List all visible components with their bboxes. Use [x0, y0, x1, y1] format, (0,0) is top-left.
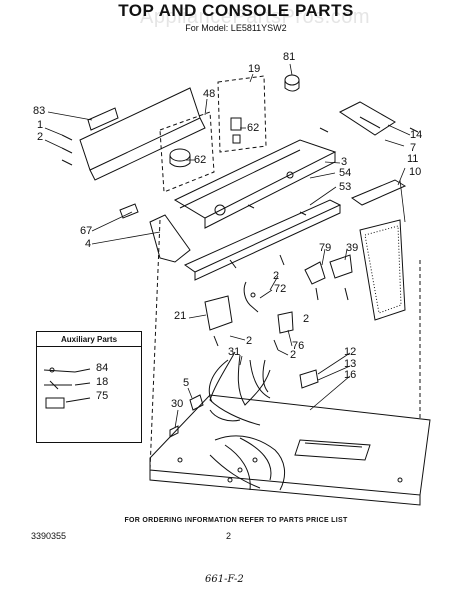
callout-81: 81: [283, 51, 296, 63]
callout-48: 48: [203, 88, 216, 100]
callout-31: 31: [228, 346, 241, 358]
callout-75: 75: [96, 390, 109, 402]
callout-72: 72: [274, 283, 287, 295]
callout-1: 1: [37, 119, 44, 131]
small-parts: [119, 203, 353, 438]
callout-12: 12: [344, 346, 357, 358]
callout-54: 54: [339, 167, 352, 179]
page-number: 2: [226, 531, 232, 541]
callout-10: 10: [409, 166, 422, 178]
handwritten-note: 661-F-2: [205, 574, 244, 585]
auxiliary-parts-box: Auxiliary Parts: [36, 331, 142, 443]
cabinet-top-panel: [149, 394, 431, 506]
callout-67: 67: [80, 225, 93, 237]
model-line: For Model: LE5811YSW2: [185, 23, 287, 33]
console-end-caps: [79, 87, 206, 263]
console-panel: [173, 139, 342, 281]
callout-62-upper: 62: [247, 122, 260, 134]
callout-2-left: 2: [246, 335, 253, 347]
callout-2-lower: 2: [290, 349, 297, 361]
callout-79: 79: [319, 242, 332, 254]
callout-16: 16: [344, 369, 357, 381]
watermark: AppliancePartsPros.com: [140, 6, 370, 28]
callout-53: 53: [339, 181, 352, 193]
callout-21: 21: [174, 310, 187, 322]
wire-harness: [208, 351, 286, 491]
callout-2: 2: [37, 131, 44, 143]
callout-39: 39: [346, 242, 359, 254]
callout-7: 7: [410, 142, 417, 154]
callout-13: 13: [344, 358, 357, 370]
subassembly-boxes: [149, 75, 421, 471]
callout-2-right: 2: [303, 313, 310, 325]
callout-62-lower: 62: [194, 154, 207, 166]
screws: [61, 127, 419, 351]
lint-screen-assembly: [338, 101, 407, 321]
ordering-note: FOR ORDERING INFORMATION REFER TO PARTS …: [124, 517, 348, 524]
auxiliary-divider: [37, 346, 141, 347]
callout-11: 11: [407, 153, 419, 165]
page-title: TOP AND CONSOLE PARTS: [118, 1, 354, 20]
auxiliary-part-sketches: [43, 367, 91, 409]
callout-83: 83: [33, 105, 46, 117]
callout-30: 30: [171, 398, 184, 410]
callout-2-middle: 2: [273, 270, 280, 282]
callout-14: 14: [410, 129, 423, 141]
knobs: [169, 74, 300, 168]
callout-19: 19: [248, 63, 261, 75]
callout-5: 5: [183, 377, 190, 389]
document-number: 3390355: [31, 531, 67, 541]
callout-3: 3: [341, 156, 348, 168]
auxiliary-parts-title: Auxiliary Parts: [60, 335, 118, 344]
callout-18: 18: [96, 376, 109, 388]
callout-84: 84: [96, 362, 109, 374]
callout-76: 76: [292, 340, 305, 352]
callout-4: 4: [85, 238, 92, 250]
leader-lines: [44, 63, 411, 429]
